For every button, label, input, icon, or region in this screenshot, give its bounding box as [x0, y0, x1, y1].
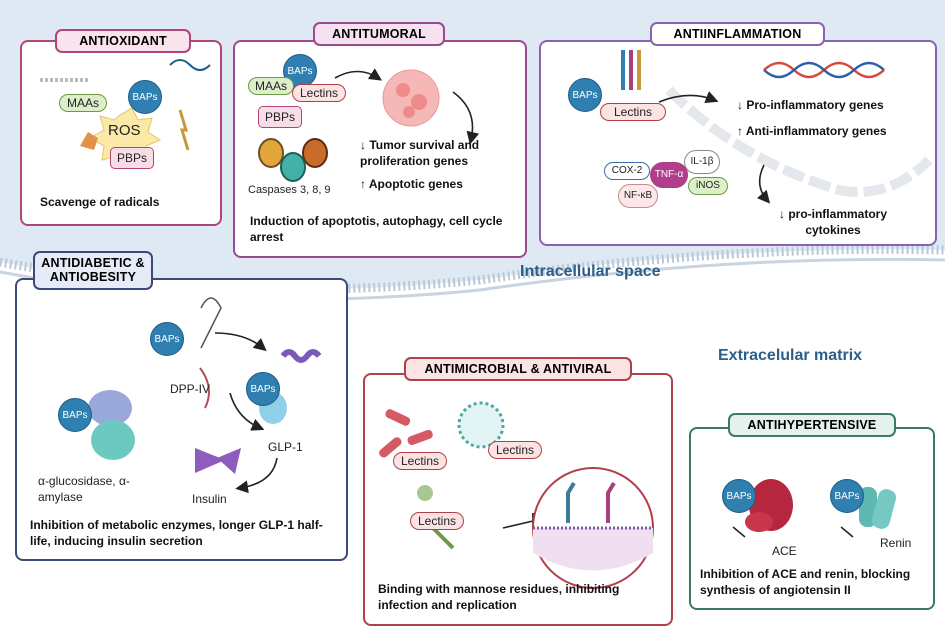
antihypertensive-panel: [689, 427, 935, 610]
antihypertensive-illustration: [732, 479, 897, 538]
antihypertensive-renin: Renin: [880, 536, 912, 550]
tnfa-pill: TNF-α: [650, 162, 688, 188]
antioxidant-baps: BAPs: [128, 80, 162, 114]
antidiabetic-baps-enzyme: BAPs: [58, 398, 92, 432]
antitumoral-caption: Induction of apoptotis, autophagy, cell …: [250, 214, 503, 244]
antitumoral-caspases: Caspases 3, 8, 9: [248, 184, 331, 196]
antidiabetic-caption: Inhibition of metabolic enzymes, longer …: [30, 518, 323, 548]
antitumoral-pbps: PBPs: [258, 106, 302, 128]
inos-pill: iNOS: [688, 177, 728, 195]
antitumoral-baps: BAPs: [283, 54, 317, 88]
antimicrobial-lectins-virus: Lectins: [488, 441, 542, 459]
antimicrobial-lectins-bacteria: Lectins: [393, 452, 447, 470]
intracellular-label: Intracellular space: [520, 263, 661, 280]
antioxidant-caption: Scavenge of radicals: [40, 195, 160, 209]
antimicrobial-illustration: [379, 401, 654, 589]
tumor-cell-cluster: [258, 68, 480, 182]
antimicrobial-title: ANTIMICROBIAL & ANTIVIRAL: [404, 357, 632, 382]
antidiabetic-dppiv: DPP-IV: [170, 382, 211, 396]
dna-helix: [621, 50, 933, 204]
antioxidant-ros: ROS: [108, 122, 141, 139]
antihypertensive-title: ANTIHYPERTENSIVE: [728, 413, 896, 438]
antidiabetic-title: ANTIDIABETIC & ANTIOBESITY: [33, 251, 153, 290]
antiinflammation-cytokines: ↓ pro-inflammatory cytokines: [778, 207, 887, 237]
antidiabetic-insulin: Insulin: [192, 492, 227, 506]
antimicrobial-caption: Binding with mannose residues, inhibitin…: [378, 582, 620, 612]
antihypertensive-baps-ace: BAPs: [722, 479, 756, 513]
antiinflammation-lectins: Lectins: [600, 103, 666, 121]
antiinflammation-baps: BAPs: [568, 78, 602, 112]
il1b-pill: IL-1β: [684, 150, 720, 174]
antitumoral-effect2: proliferation genes: [360, 154, 469, 168]
antioxidant-title: ANTIOXIDANT: [55, 29, 191, 54]
antitumoral-title: ANTITUMORAL: [313, 22, 445, 47]
extracellular-label: Extracelular matrix: [718, 347, 863, 364]
antitumoral-lectins: Lectins: [292, 84, 346, 102]
antitumoral-maas: MAAs: [248, 77, 294, 95]
antidiabetic-arrows: [88, 297, 322, 494]
antitumoral-effect1: ↓ Tumor survival and: [360, 138, 480, 152]
antiinflammation-effect1: ↓ Pro-inflammatory genes: [737, 98, 884, 112]
antioxidant-pbps: PBPs: [110, 147, 154, 169]
antidiabetic-baps-dpp: BAPs: [150, 322, 184, 356]
antidiabetic-enzymes: α-glucosidase, α-amylase: [38, 474, 130, 504]
cox2-pill: COX-2: [604, 162, 650, 180]
antihypertensive-baps-renin: BAPs: [830, 479, 864, 513]
antitumoral-effect3: ↑ Apoptotic genes: [360, 177, 463, 191]
antiinflammation-effect2: ↑ Anti-inflammatory genes: [737, 124, 887, 138]
antidiabetic-glp1: GLP-1: [268, 440, 303, 454]
antihypertensive-caption: Inhibition of ACE and renin, blocking sy…: [700, 567, 911, 597]
antihypertensive-ace: ACE: [772, 544, 797, 558]
nfkb-pill: NF-κB: [618, 184, 658, 208]
antioxidant-maas: MAAs: [59, 94, 107, 112]
antimicrobial-lectins-plant: Lectins: [410, 512, 464, 530]
antiinflammation-title: ANTIINFLAMMATION: [650, 22, 825, 47]
antidiabetic-baps-glp: BAPs: [246, 372, 280, 406]
